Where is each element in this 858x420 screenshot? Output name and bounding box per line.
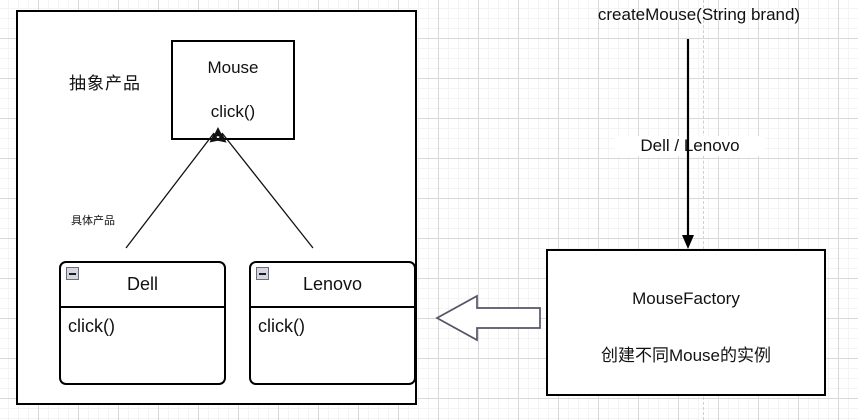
concrete-product-label: 具体产品 xyxy=(71,215,115,227)
class-title-band-dell: Dell xyxy=(61,263,224,308)
class-name-mouse: Mouse xyxy=(207,58,259,77)
parameter-values-label: Dell / Lenovo xyxy=(615,136,765,156)
class-box-mouse[interactable]: Mouse click() xyxy=(171,40,295,140)
class-operations-band-lenovo: click() xyxy=(251,308,414,383)
method-signature-label: createMouse(String brand) xyxy=(597,5,801,24)
class-name-mouse-factory: MouseFactory xyxy=(632,289,740,308)
class-operation-dell: click() xyxy=(68,316,115,336)
class-name-dell: Dell xyxy=(126,274,158,294)
block-arrow-left-icon xyxy=(435,294,541,342)
class-description-mouse-factory: 创建不同Mouse的实例 xyxy=(600,346,772,365)
class-box-lenovo[interactable]: Lenovo click() xyxy=(249,261,416,385)
dashed-vertical-guide xyxy=(703,0,704,420)
class-box-mouse-factory[interactable]: MouseFactory 创建不同Mouse的实例 xyxy=(546,249,826,396)
minus-square-icon[interactable] xyxy=(256,267,269,280)
minus-square-icon[interactable] xyxy=(66,267,79,280)
abstract-product-group-container: 抽象产品 具体产品 Mouse click() Dell click() Len… xyxy=(16,10,417,405)
class-operation-mouse: click() xyxy=(210,102,256,121)
class-operation-lenovo: click() xyxy=(258,316,305,336)
abstract-product-label: 抽象产品 xyxy=(69,74,141,93)
class-operations-band-dell: click() xyxy=(61,308,224,383)
class-title-band-lenovo: Lenovo xyxy=(251,263,414,308)
class-box-dell[interactable]: Dell click() xyxy=(59,261,226,385)
class-name-lenovo: Lenovo xyxy=(302,274,363,294)
